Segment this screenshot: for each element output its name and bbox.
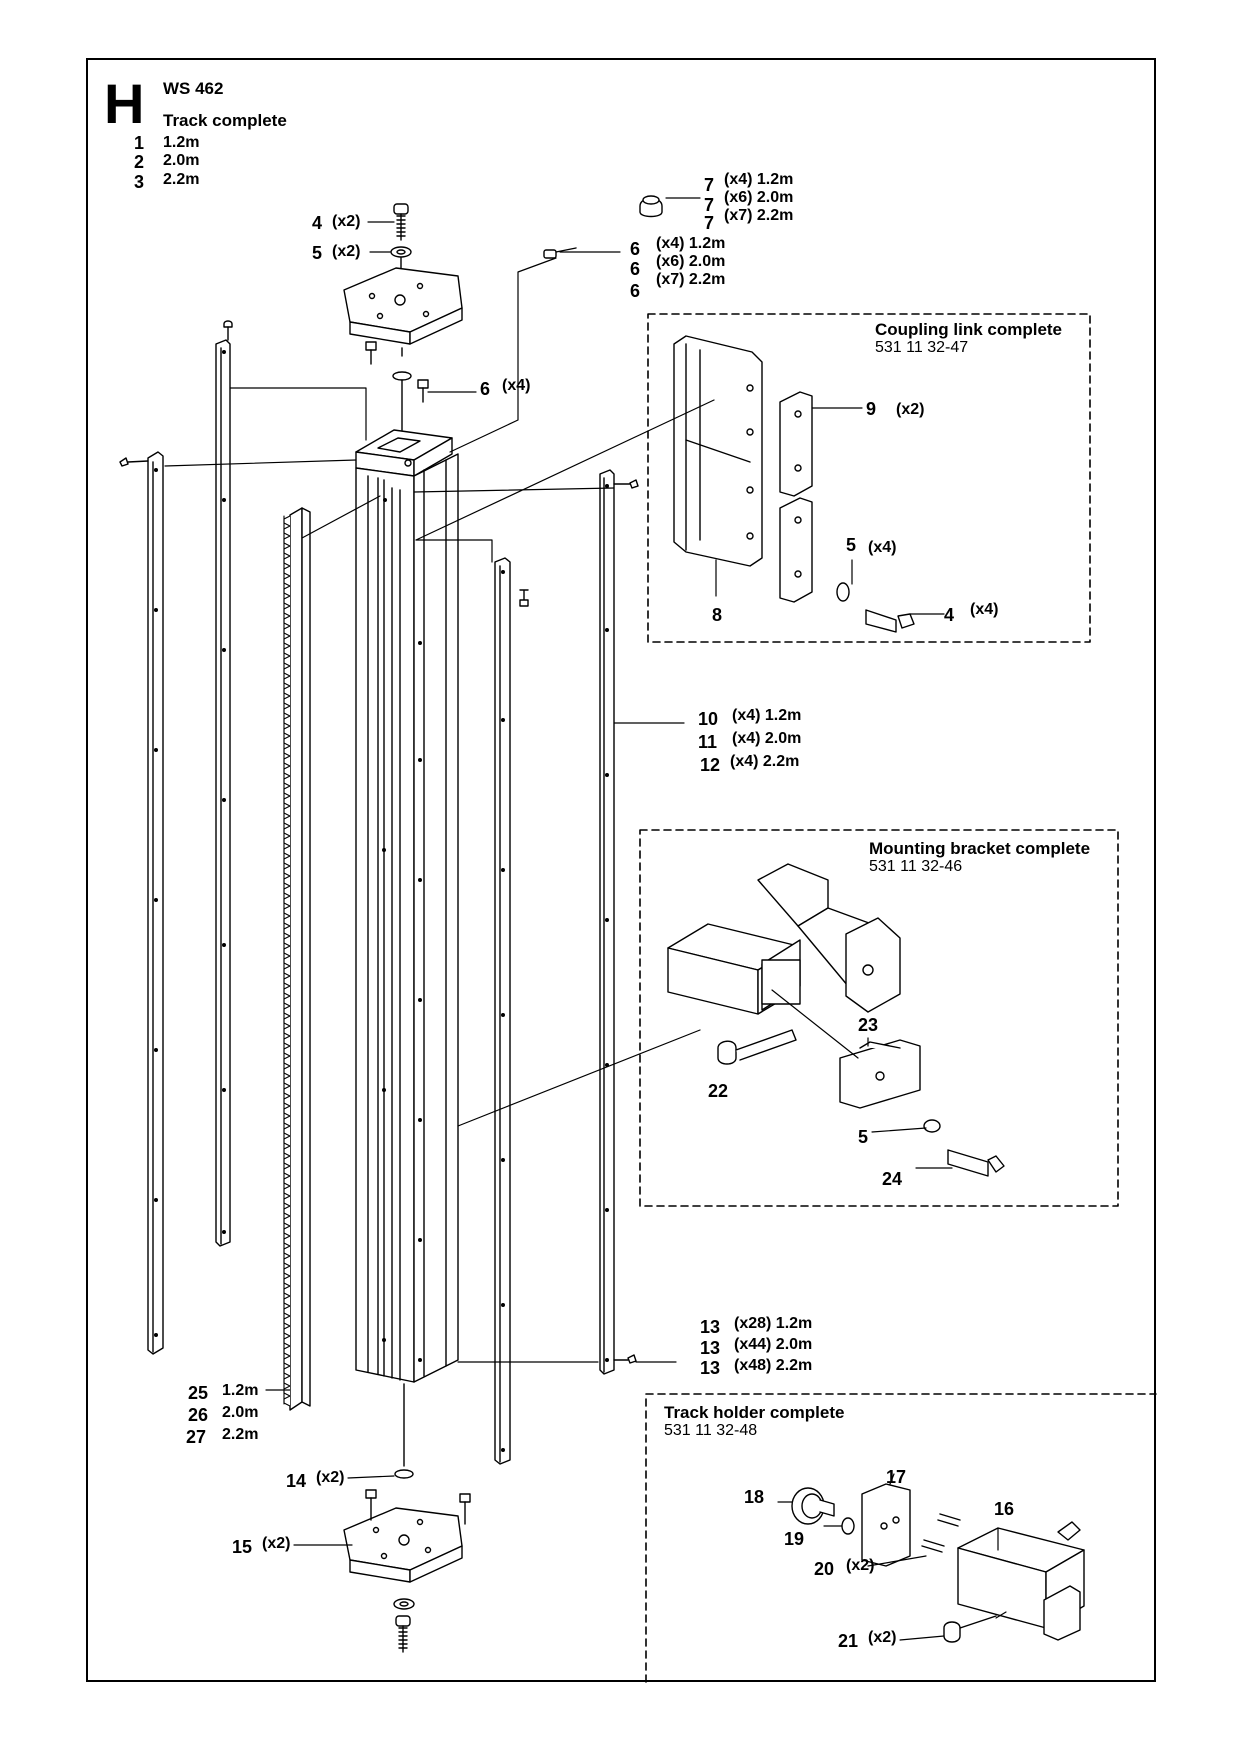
leader-lines (164, 197, 1007, 1641)
callout-text: (x7) 2.2m (656, 271, 726, 288)
callout-qty: (x2) (846, 1557, 875, 1574)
variant-size: 2.2m (163, 171, 200, 188)
gear-rack (289, 507, 311, 1411)
holder-part-no: 531 11 32-48 (664, 1422, 758, 1439)
coupling-link-drawing (673, 335, 915, 633)
callout-number: 7 (704, 175, 715, 195)
model-name: WS 462 (163, 79, 224, 98)
callout-number: 19 (784, 1529, 805, 1549)
screw-6-nut-7 (543, 195, 663, 259)
callout-number: 16 (994, 1499, 1015, 1519)
callout-number: 12 (700, 755, 721, 775)
page-frame (86, 58, 1156, 1682)
variant-no: 3 (134, 172, 145, 192)
strip-left (147, 451, 164, 1355)
callout-text: (x48) 2.2m (734, 1357, 813, 1374)
callout-text: (x44) 2.0m (734, 1336, 813, 1353)
callout-text: (x6) 2.0m (656, 253, 726, 270)
callout-number: 6 (630, 281, 641, 301)
callout-number: 11 (698, 732, 718, 752)
callout-qty: (x2) (316, 1469, 345, 1486)
variant-no: 2 (134, 152, 145, 172)
callout-number: 23 (858, 1015, 879, 1035)
track-profile (355, 429, 459, 1383)
mounting-title: Mounting bracket complete (869, 839, 1091, 858)
track-holder-drawing (791, 1483, 1085, 1643)
top-end-plate (343, 203, 463, 431)
callout-number: 5 (858, 1127, 869, 1147)
callout-number: 13 (700, 1317, 721, 1337)
variant-size: 1.2m (163, 134, 200, 151)
callout-number: 18 (744, 1487, 765, 1507)
callout-number: 14 (286, 1471, 307, 1491)
coupling-box (647, 313, 1091, 643)
mounting-box (639, 829, 1119, 1207)
callout-text: 2.2m (222, 1426, 259, 1443)
callout-qty: (x2) (332, 213, 361, 230)
callout-number: 13 (700, 1338, 721, 1358)
callout-qty: (x2) (896, 401, 925, 418)
callout-number: 7 (704, 213, 715, 233)
callout-text: (x28) 1.2m (734, 1315, 813, 1332)
callout-number: 27 (186, 1427, 207, 1447)
assembly-title: Track complete (163, 111, 287, 130)
callout-text: (x6) 2.0m (724, 189, 794, 206)
strip-screws (119, 320, 639, 1364)
callout-number: 22 (708, 1081, 729, 1101)
bottom-end-plate (343, 1383, 471, 1653)
callout-text: (x4) 1.2m (724, 171, 794, 188)
section-letter: H (104, 72, 145, 135)
strip-right-inner (494, 557, 511, 1465)
callout-qty: (x4) (868, 539, 897, 556)
callout-text: (x4) 2.0m (732, 730, 802, 747)
callout-text: (x4) 1.2m (732, 707, 802, 724)
variant-size: 2.0m (163, 152, 200, 169)
callout-text: (x4) 2.2m (730, 753, 800, 770)
gear-rack-teeth (283, 515, 291, 1407)
strip-holes (154, 350, 609, 1452)
callout-qty: (x2) (262, 1535, 291, 1552)
callout-number: 8 (712, 605, 723, 625)
coupling-part-no: 531 11 32-47 (875, 339, 969, 356)
holder-box (645, 1393, 1157, 1683)
variant-no: 1 (134, 133, 145, 153)
callout-number: 10 (698, 709, 719, 729)
rack-tooth-outline (283, 515, 291, 1407)
callout-number: 24 (882, 1169, 903, 1189)
callout-number: 20 (814, 1559, 835, 1579)
callout-number: 4 (944, 605, 955, 625)
strip-left-2 (215, 339, 231, 1247)
callout-number: 5 (312, 243, 323, 263)
callout-number: 15 (232, 1537, 253, 1557)
callout-text: (x4) 1.2m (656, 235, 726, 252)
callout-number: 6 (480, 379, 491, 399)
callout-number: 13 (700, 1358, 721, 1378)
callout-qty: (x4) (502, 377, 531, 394)
mounting-bracket-drawing (667, 863, 1005, 1177)
callout-text: (x7) 2.2m (724, 207, 794, 224)
callout-number: 9 (866, 399, 877, 419)
mounting-part-no: 531 11 32-46 (869, 858, 963, 875)
callout-number: 6 (630, 259, 641, 279)
callout-number: 7 (704, 195, 715, 215)
callout-qty: (x2) (868, 1629, 897, 1646)
coupling-title: Coupling link complete (875, 320, 1063, 339)
callout-text: 2.0m (222, 1404, 259, 1421)
callout-number: 4 (312, 213, 323, 233)
callout-text: 1.2m (222, 1382, 259, 1399)
callout-number: 26 (188, 1405, 209, 1425)
holder-title: Track holder complete (664, 1403, 845, 1422)
callout-number: 17 (886, 1467, 907, 1487)
callout-qty: (x4) (970, 601, 999, 618)
callout-number: 6 (630, 239, 641, 259)
callout-number: 21 (838, 1631, 859, 1651)
callout-number: 25 (188, 1383, 209, 1403)
callout-number: 5 (846, 535, 857, 555)
track-profile-holes (382, 498, 422, 1362)
callout-qty: (x2) (332, 243, 361, 260)
